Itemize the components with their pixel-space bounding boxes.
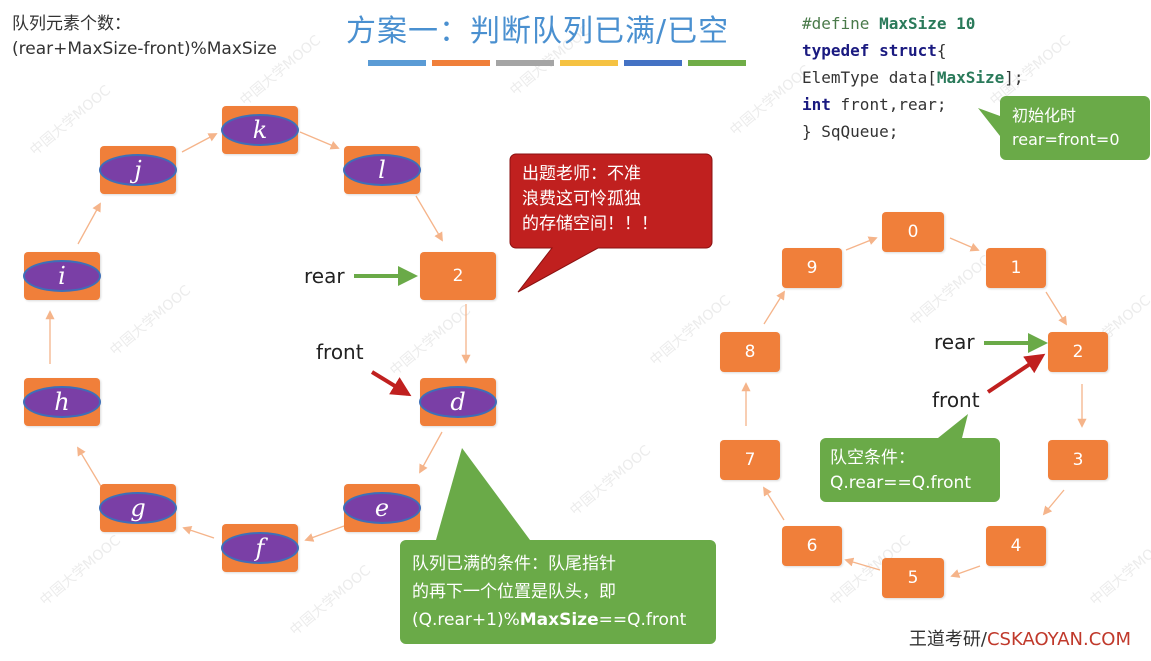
- right-node-label: 6: [806, 536, 818, 556]
- right-node-label: 2: [1072, 342, 1084, 362]
- right-node-label: 4: [1010, 536, 1022, 556]
- left-node-d: d: [419, 378, 497, 426]
- right-node-0: 0: [882, 212, 944, 252]
- full-callout-line3: (Q.rear+1)%MaxSize==Q.front: [412, 606, 686, 634]
- left-node-h: h: [23, 378, 101, 426]
- title-color-bars: [368, 60, 746, 66]
- empty-callout: 队空条件： Q.rear==Q.front: [830, 446, 971, 496]
- left-node-g: g: [99, 484, 177, 532]
- title-bar-5: [688, 60, 746, 66]
- title-bar-1: [432, 60, 490, 66]
- left-node-j: j: [99, 146, 177, 194]
- title-bar-2: [496, 60, 554, 66]
- left-node-label: f: [221, 532, 299, 564]
- right-node-4: 4: [986, 526, 1046, 566]
- init-callout-line1: 初始化时: [1012, 106, 1077, 125]
- title-bar-4: [624, 60, 682, 66]
- teacher-callout: 出题老师：不准 浪费这可怜孤独 的存储空间！！！: [522, 162, 658, 237]
- left-node-label: d: [419, 386, 497, 418]
- teacher-callout-line3: 的存储空间！！！: [522, 214, 658, 234]
- title-bar-0: [368, 60, 426, 66]
- right-node-label: 5: [907, 568, 919, 588]
- full-callout-line3b: MaxSize: [519, 610, 599, 630]
- right-front-label: front: [932, 388, 980, 412]
- right-node-3: 3: [1048, 440, 1108, 480]
- formula-expression: (rear+MaxSize-front)%MaxSize: [12, 39, 277, 59]
- code-data-b: MaxSize: [936, 68, 1005, 87]
- left-front-label: front: [316, 340, 364, 364]
- left-front-arrow: [370, 370, 412, 397]
- full-callout-line1: 队列已满的条件：队尾指针: [412, 554, 616, 574]
- full-callout-line2: 的再下一个位置是队头，即: [412, 582, 616, 602]
- footer-brand: 王道考研/CSKAOYAN.COM: [909, 625, 1131, 651]
- title-bar-3: [560, 60, 618, 66]
- right-node-7: 7: [720, 440, 780, 480]
- right-node-5: 5: [882, 558, 944, 598]
- left-node-k: k: [221, 106, 299, 154]
- code-open-brace: {: [936, 41, 947, 60]
- right-node-label: 9: [806, 258, 818, 278]
- code-define-keyword: #define: [802, 14, 880, 33]
- left-node-label: e: [343, 492, 421, 524]
- right-node-label: 7: [744, 450, 756, 470]
- init-callout-line2: rear=front=0: [1012, 130, 1120, 149]
- left-node-label: g: [99, 492, 177, 524]
- right-rear-label: rear: [934, 330, 975, 354]
- teacher-callout-line1: 出题老师：不准: [522, 164, 641, 184]
- right-ring-arrows: [741, 236, 1087, 578]
- right-node-1: 1: [986, 248, 1046, 288]
- left-node-label: h: [23, 386, 101, 418]
- right-node-label: 0: [907, 222, 919, 242]
- right-node-9: 9: [782, 248, 842, 288]
- teacher-callout-shape: [509, 153, 713, 293]
- footer-cn: 王道考研/: [908, 629, 987, 650]
- element-count-formula: 队列元素个数： (rear+MaxSize-front)%MaxSize: [12, 12, 277, 62]
- left-node-2: 2: [420, 252, 496, 300]
- right-node-label: 3: [1072, 450, 1084, 470]
- left-node-i: i: [23, 252, 101, 300]
- left-node-label: j: [99, 154, 177, 186]
- code-block: #define MaxSize 10 typedef struct{ ElemT…: [802, 10, 1024, 145]
- code-data-a: ElemType data[: [802, 68, 937, 87]
- full-callout-line3c: ==Q.front: [598, 610, 687, 630]
- code-define-value: MaxSize 10: [879, 14, 976, 33]
- left-node-f: f: [221, 524, 299, 572]
- right-node-2: 2: [1048, 332, 1108, 372]
- empty-callout-line2: Q.rear==Q.front: [830, 473, 971, 493]
- full-callout-shape: [400, 448, 716, 644]
- code-data-c: ];: [1004, 68, 1024, 87]
- left-node-label: k: [221, 114, 299, 146]
- init-callout-shape: [978, 96, 1150, 160]
- left-ring-arrows: [45, 131, 471, 542]
- code-front-rear: front,rear;: [830, 95, 947, 114]
- page-title: 方案一：判断队列已满/已空: [346, 14, 730, 49]
- right-front-arrow: [986, 353, 1046, 394]
- right-node-label: 8: [744, 342, 756, 362]
- left-node-e: e: [343, 484, 421, 532]
- code-typedef: typedef struct: [802, 41, 937, 60]
- left-node-label: l: [343, 154, 421, 186]
- left-node-l: l: [343, 146, 421, 194]
- left-node-label: 2: [452, 266, 464, 286]
- empty-callout-shape: [820, 414, 1000, 502]
- right-node-6: 6: [782, 526, 842, 566]
- left-rear-label: rear: [304, 264, 345, 288]
- right-node-label: 1: [1010, 258, 1022, 278]
- empty-callout-line1: 队空条件：: [830, 448, 915, 468]
- left-node-label: i: [23, 260, 101, 292]
- full-callout: 队列已满的条件：队尾指针 的再下一个位置是队头，即 (Q.rear+1)%Max…: [412, 550, 686, 634]
- formula-caption: 队列元素个数：: [12, 14, 131, 34]
- init-callout: 初始化时 rear=front=0: [1012, 104, 1120, 152]
- teacher-callout-line2: 浪费这可怜孤独: [522, 189, 641, 209]
- code-close: } SqQueue;: [802, 122, 899, 141]
- full-callout-line3a: (Q.rear+1)%: [412, 610, 520, 630]
- code-int-keyword: int: [802, 95, 831, 114]
- footer-en: CSKAOYAN.COM: [986, 629, 1131, 650]
- right-node-8: 8: [720, 332, 780, 372]
